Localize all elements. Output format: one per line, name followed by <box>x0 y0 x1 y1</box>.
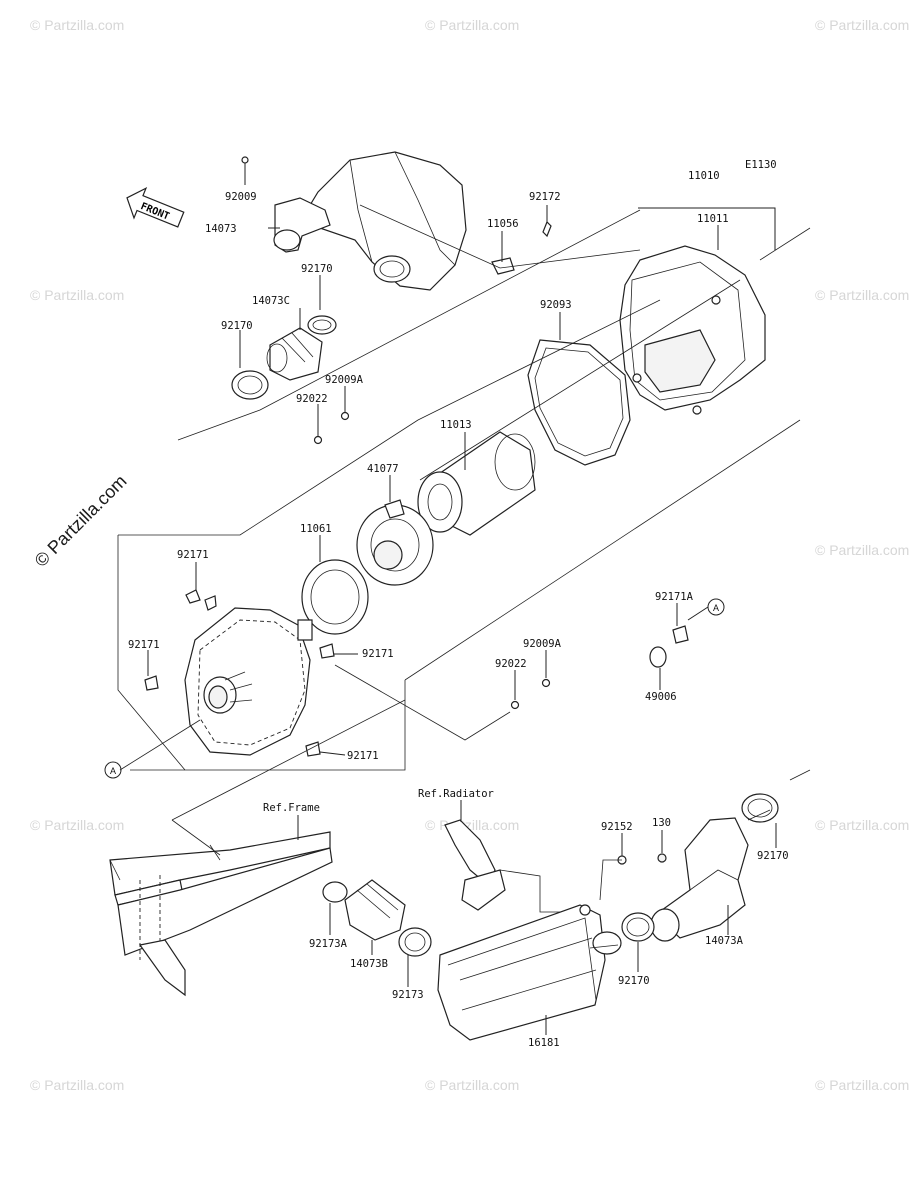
label-92171-c: 92171 <box>362 648 394 660</box>
holder-41077 <box>356 499 434 586</box>
boot-14073B <box>344 879 406 941</box>
duct-14073A <box>650 817 749 942</box>
watermark-text: © Partzilla.com <box>30 817 124 833</box>
clip-92171-a <box>185 589 201 604</box>
watermark-text: © Partzilla.com <box>30 287 124 303</box>
leader-lines <box>117 163 811 1035</box>
cap-49006 <box>649 646 667 668</box>
air-duct-14073 <box>241 151 467 291</box>
label-130: 130 <box>652 817 671 829</box>
diagram-code: E1130 <box>745 159 777 171</box>
watermark-text: © Partzilla.com <box>815 817 909 833</box>
clamp-92173 <box>398 927 432 957</box>
callout-a-left: A <box>104 761 122 779</box>
label-11056: 11056 <box>487 218 519 230</box>
clip-92171-d <box>305 741 321 757</box>
label-92170-d: 92170 <box>618 975 650 987</box>
label-ref-frame: Ref.Frame <box>263 802 320 814</box>
label-92152: 92152 <box>601 821 633 833</box>
label-14073A: 14073A <box>705 935 744 947</box>
label-92171-d: 92171 <box>347 750 379 762</box>
bracket-11056 <box>491 257 515 275</box>
nut-130 <box>657 853 667 863</box>
air-cleaner-housing-lower <box>184 595 313 756</box>
label-92171-a: 92171 <box>177 549 209 561</box>
bolt-92009A-upper <box>340 411 350 421</box>
seal-ring-11061 <box>301 559 369 635</box>
filter-element-11013 <box>417 431 536 536</box>
watermark-text: © Partzilla.com <box>815 17 909 33</box>
muffler-16181 <box>437 904 622 1041</box>
watermark-text: © Partzilla.com <box>425 817 519 833</box>
clamp-92170-upper <box>307 315 337 335</box>
watermark-main: © Partzilla.com <box>31 471 131 571</box>
callout-letter: A <box>713 603 719 613</box>
label-11013: 11013 <box>440 419 472 431</box>
watermark-text: © Partzilla.com <box>815 1077 909 1093</box>
label-49006: 49006 <box>645 691 677 703</box>
bolt-92172 <box>542 220 552 238</box>
clamp-92173A <box>322 881 348 903</box>
bolt-92009A-lower <box>541 678 551 688</box>
label-92009A-a: 92009A <box>325 374 364 386</box>
label-92171-b: 92171 <box>128 639 160 651</box>
label-92022-b: 92022 <box>495 658 527 670</box>
label-92173: 92173 <box>392 989 424 1001</box>
frame-section <box>109 831 333 997</box>
label-41077: 41077 <box>367 463 399 475</box>
watermark-text: © Partzilla.com <box>425 1077 519 1093</box>
washer-92022-lower <box>510 700 520 710</box>
boot-14073C <box>266 327 323 381</box>
front-arrow: FRONT <box>126 186 185 228</box>
callout-letter: A <box>110 766 116 776</box>
radiator-reference-pipe <box>444 819 506 911</box>
label-11011: 11011 <box>697 213 729 225</box>
clip-92171A <box>672 625 689 644</box>
label-92170-a: 92170 <box>301 263 333 275</box>
watermark-text: © Partzilla.com <box>425 17 519 33</box>
watermark-text: © Partzilla.com <box>30 17 124 33</box>
label-92170-b: 92170 <box>221 320 253 332</box>
clamp-92170-lower <box>231 370 269 400</box>
watermark-text: © Partzilla.com <box>815 542 909 558</box>
watermark-text: © Partzilla.com <box>30 1077 124 1093</box>
label-14073B: 14073B <box>350 958 388 970</box>
label-92022-a: 92022 <box>296 393 328 405</box>
label-11010: 11010 <box>688 170 720 182</box>
label-ref-radiator: Ref.Radiator <box>418 788 494 800</box>
part-labels: 92009 14073 92172 11056 11010 11011 9217… <box>128 170 789 1049</box>
label-11061: 11061 <box>300 523 332 535</box>
label-92170-c: 92170 <box>757 850 789 862</box>
clip-92171-c <box>319 643 335 659</box>
air-cleaner-housing-upper <box>619 245 766 415</box>
label-92009A-b: 92009A <box>523 638 562 650</box>
clip-92171-b <box>144 675 159 691</box>
watermark-text: © Partzilla.com <box>815 287 909 303</box>
label-16181: 16181 <box>528 1037 560 1049</box>
label-92171A: 92171A <box>655 591 694 603</box>
clamp-92170-outlet-b <box>621 912 655 942</box>
label-14073C: 14073C <box>252 295 290 307</box>
label-92173A: 92173A <box>309 938 348 950</box>
label-92009: 92009 <box>225 191 257 203</box>
washer-92022-upper <box>313 435 323 445</box>
label-92172: 92172 <box>529 191 561 203</box>
clamp-92170-outlet-a <box>741 793 779 823</box>
label-92093: 92093 <box>540 299 572 311</box>
callout-a-right: A <box>707 598 725 616</box>
label-14073: 14073 <box>205 223 237 235</box>
